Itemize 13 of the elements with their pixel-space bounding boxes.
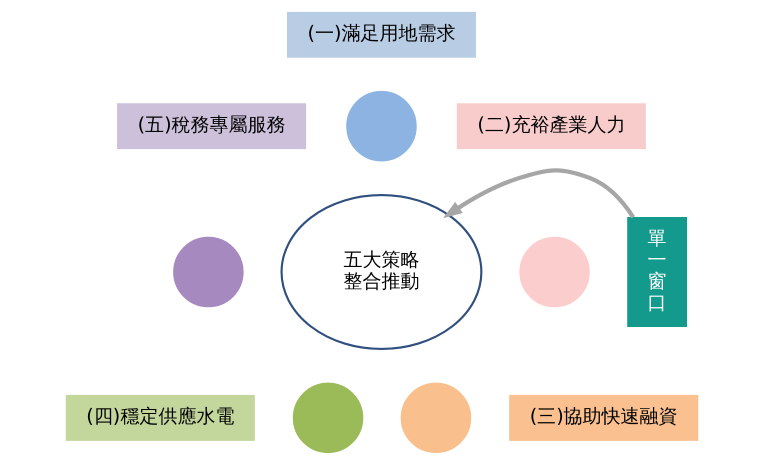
node-circle bbox=[518, 236, 590, 308]
node-box: (二)充裕產業人力 bbox=[456, 103, 646, 150]
node-box: (四)穩定供應水電 bbox=[65, 394, 254, 441]
node-box: (一)滿足用地需求 bbox=[286, 12, 476, 58]
node-box: 單一窗口 bbox=[626, 217, 687, 328]
node-box: (五)稅務專屬服務 bbox=[116, 103, 306, 150]
node-circle bbox=[400, 382, 471, 454]
arrow bbox=[442, 168, 634, 218]
node-ellipse: 五大策略整合推動 bbox=[280, 194, 482, 350]
node-box: (三)協助快速融資 bbox=[508, 394, 698, 441]
node-circle bbox=[292, 382, 363, 454]
node-circle bbox=[172, 236, 244, 308]
node-circle bbox=[346, 90, 416, 162]
